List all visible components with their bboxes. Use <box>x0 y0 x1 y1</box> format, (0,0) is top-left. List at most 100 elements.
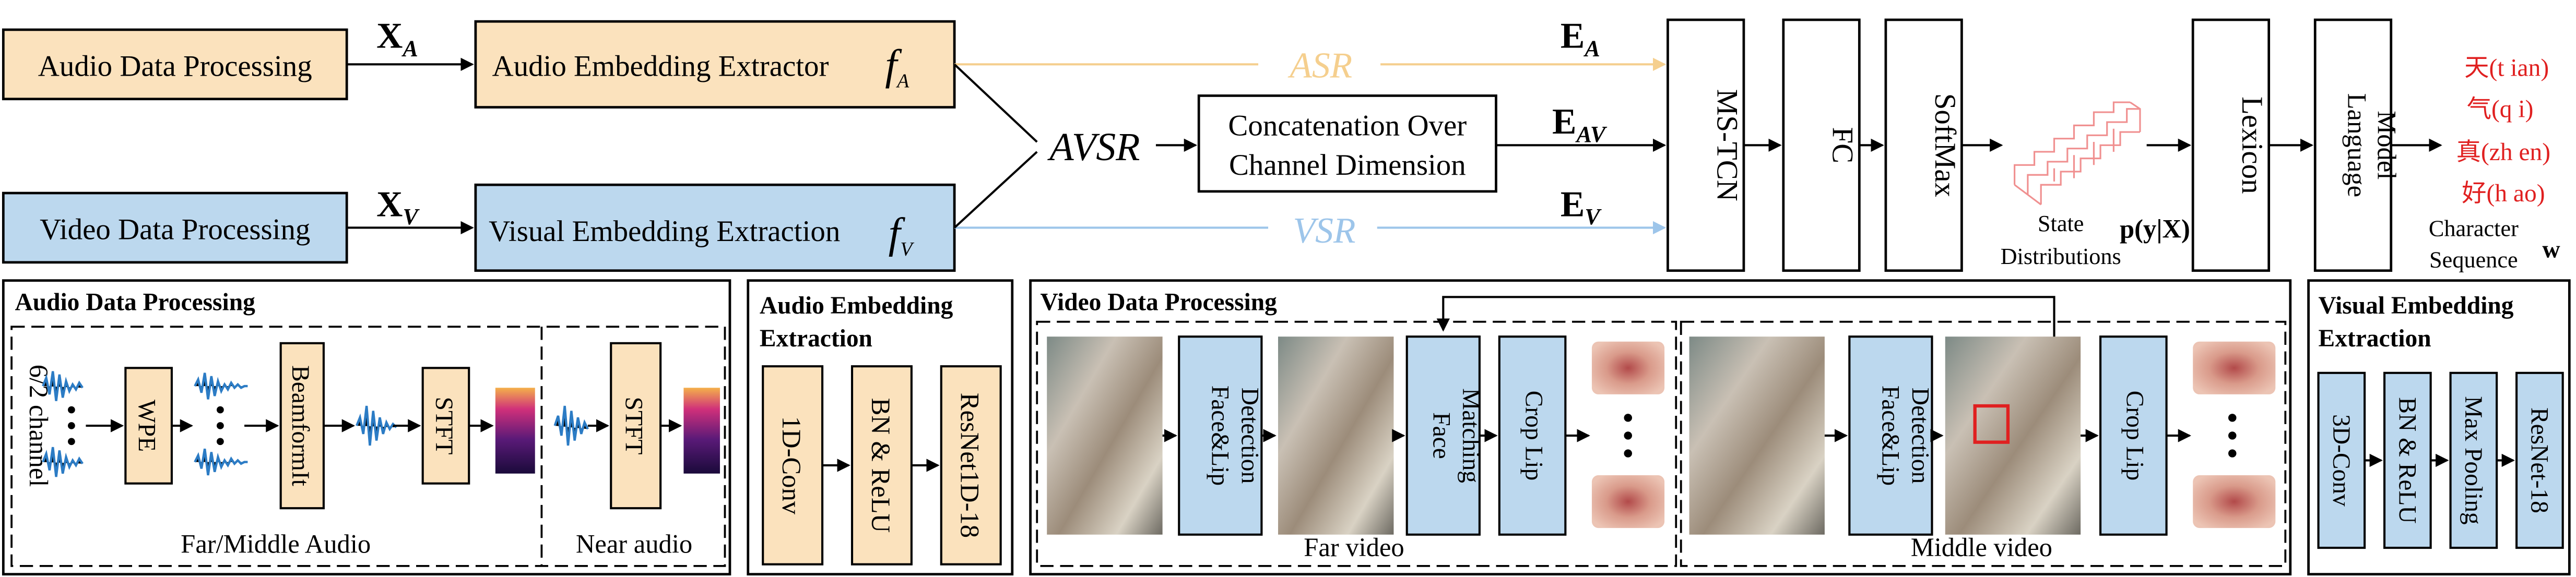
char-1: 天(t ian) <box>2464 54 2549 81</box>
near-waveform-icon <box>553 405 589 446</box>
face-matching-box <box>1405 335 1481 536</box>
max-pooling-label: Max Pooling <box>2460 396 2487 524</box>
far-detect-line2: Detection <box>1236 388 1263 484</box>
char-seq-line2: Sequence <box>2429 247 2518 272</box>
wpe-label: WPE <box>133 400 160 452</box>
asr-label-bg <box>1258 43 1381 86</box>
far-face-lip-detection-box <box>1178 335 1263 536</box>
softmax-box <box>1884 18 1963 272</box>
vsr-label-bg <box>1268 206 1377 249</box>
pyx-label: p(y|X) <box>2120 214 2190 243</box>
far-middle-audio-label: Far/Middle Audio <box>181 530 371 559</box>
resnet18-label: ResNet-18 <box>2526 407 2553 513</box>
concatenation-line2: Channel Dimension <box>1229 149 1466 182</box>
1d-conv-label: 1D-Conv <box>777 416 806 515</box>
middle-video-detected-image <box>1945 336 2081 535</box>
audio-embed-title-line2: Extraction <box>760 325 872 352</box>
middle-video-label: Middle video <box>1911 533 2052 562</box>
avsr-merge-line-bottom <box>953 151 1038 229</box>
spectrogram-image <box>495 388 535 474</box>
xa-label: XA <box>376 16 418 62</box>
mid-detect-line1: Face&Lip <box>1877 386 1904 486</box>
mid-face-lip-detection-box <box>1848 335 1933 536</box>
far-video-frame-image <box>1047 336 1163 535</box>
3d-conv-label: 3D-Conv <box>2327 414 2355 507</box>
state-distributions-icon <box>2014 101 2141 206</box>
far-lip-image-2 <box>1591 475 1665 528</box>
audio-embed-title-line1: Audio Embedding <box>760 292 953 319</box>
audio-bn-relu-box <box>850 365 913 566</box>
near-stft-label: STFT <box>620 397 647 455</box>
visual-bn-relu-box <box>2383 371 2432 549</box>
far-video-dashed <box>1036 320 1677 567</box>
mid-crop-lip-label: Crop Lip <box>2121 391 2148 481</box>
language-model-box <box>2313 18 2393 272</box>
state-line2: Distributions <box>2001 244 2121 269</box>
face-detection-box-marker <box>1973 404 2010 444</box>
visual-embed-title-line1: Visual Embedding <box>2319 292 2514 319</box>
near-stft-box <box>610 342 662 510</box>
vsr-label: VSR <box>1293 211 1356 251</box>
3d-conv-box <box>2317 371 2366 549</box>
middle-video-dashed <box>1680 320 2287 567</box>
char-seq-line1: Character <box>2429 215 2519 241</box>
ea-label: EA <box>1561 16 1600 62</box>
xv-label: XV <box>376 184 420 230</box>
audio-data-processing-label: Audio Data Processing <box>38 50 312 82</box>
video-data-processing-box <box>2 191 348 264</box>
ev-label: EV <box>1561 184 1602 230</box>
concatenation-line1: Concatenation Over <box>1228 109 1467 142</box>
char-4: 好(h ao) <box>2462 180 2545 207</box>
video-panel-title: Video Data Processing <box>1041 289 1278 316</box>
resnet1d-label: ResNet1D-18 <box>955 393 985 538</box>
w-label: w <box>2542 236 2560 263</box>
mid-lip-image-1 <box>2193 341 2276 394</box>
audio-embedding-extractor-label: Audio Embedding Extractor <box>492 50 829 82</box>
softmax-label: SoftMax <box>1929 93 1961 197</box>
feedback-to-matching-arrow <box>1436 296 2055 343</box>
middle-video-frame-image <box>1689 336 1825 535</box>
audio-data-processing-box <box>2 28 348 101</box>
lexicon-box <box>2191 18 2271 272</box>
char-3: 真(zh en) <box>2456 139 2550 166</box>
eav-label: EAV <box>1552 102 1608 147</box>
lm-line1: Language <box>2343 93 2372 197</box>
beamformit-box <box>279 342 325 510</box>
far-video-label: Far video <box>1304 533 1404 562</box>
char-2: 气(q i) <box>2467 96 2534 123</box>
audio-bn-relu-label: BN & ReLU <box>866 398 895 533</box>
mid-lip-image-2 <box>2193 475 2276 528</box>
audio-embedding-panel <box>747 279 1014 576</box>
near-spectrogram-image <box>683 388 720 474</box>
state-line1: State <box>2038 211 2084 236</box>
asr-label: ASR <box>1287 46 1352 86</box>
fc-box <box>1782 18 1861 272</box>
visual-embedding-extraction-box <box>474 183 956 272</box>
resnet1d-box <box>940 365 1002 566</box>
video-data-processing-label: Video Data Processing <box>40 213 310 246</box>
video-panel <box>1029 279 2292 576</box>
beamformit-label: BeamformIt <box>287 365 314 486</box>
wpe-box <box>124 367 173 485</box>
ms-tcn-box <box>1667 18 1745 272</box>
far-detect-line1: Face&Lip <box>1206 386 1233 486</box>
stft-label: STFT <box>430 397 457 455</box>
visual-embed-title-line2: Extraction <box>2319 325 2431 352</box>
audio-dashed-outer <box>10 326 726 567</box>
beamformed-waveform-icon <box>356 405 397 446</box>
far-crop-lip-box <box>1498 335 1567 536</box>
ellipsis-2: • • • <box>206 405 235 446</box>
far-lip-ellipsis: • • • <box>1612 413 1645 459</box>
far-lip-image-1 <box>1591 341 1665 394</box>
avsr-label: AVSR <box>1047 125 1140 169</box>
waveform-icon <box>42 371 84 477</box>
concatenation-box <box>1197 94 1497 193</box>
visual-bn-relu-label: BN & ReLU <box>2394 397 2421 523</box>
mid-detect-line2: Detection <box>1907 388 1934 484</box>
ellipsis-1: • • • <box>57 405 86 446</box>
resnet18-box <box>2515 371 2564 549</box>
audio-embedding-extractor-box <box>474 20 956 109</box>
stft-box <box>421 367 470 485</box>
